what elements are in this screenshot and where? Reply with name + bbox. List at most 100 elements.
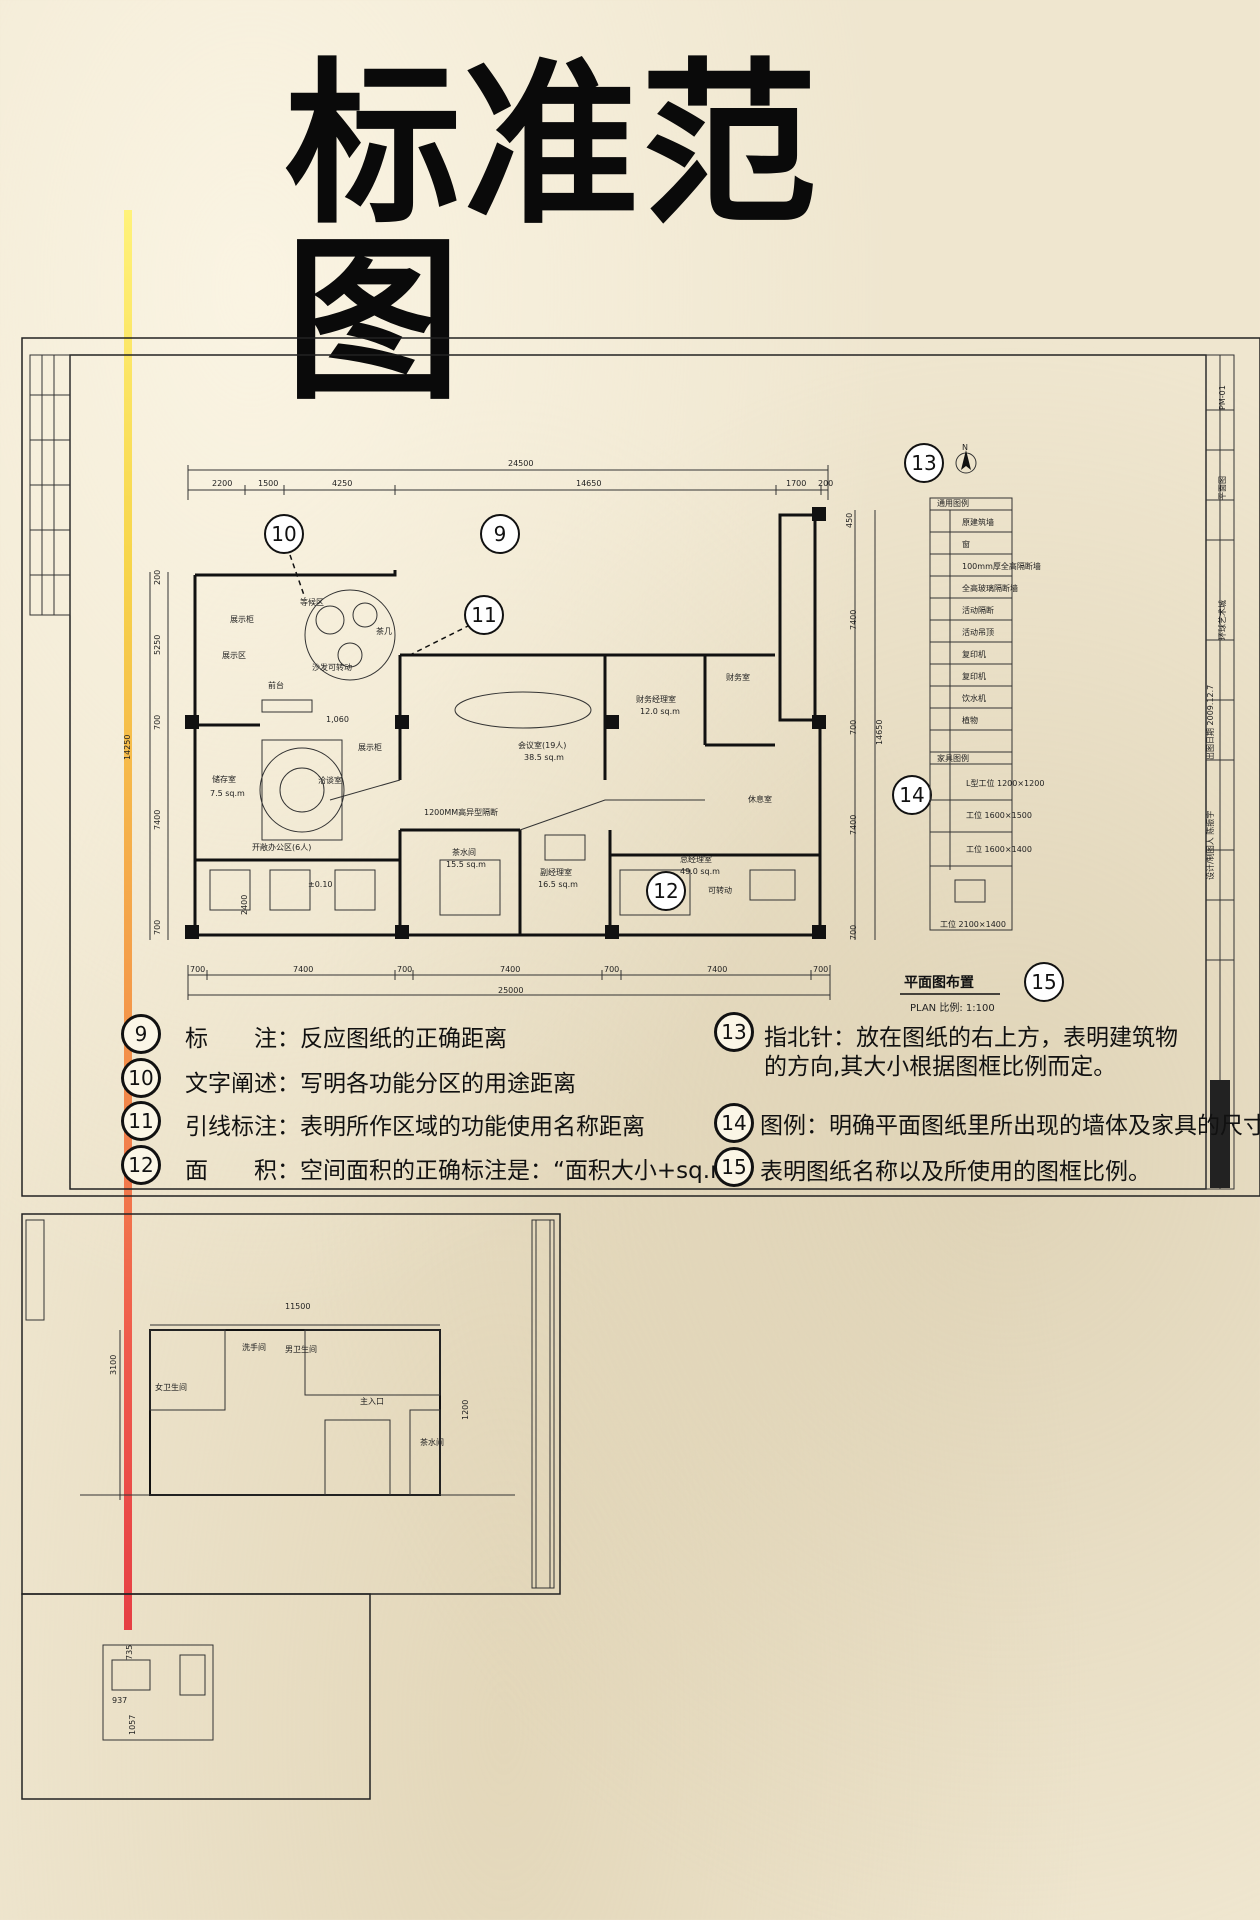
sheet2-binding — [25, 1219, 555, 1589]
room-label: 洽谈室 — [318, 775, 342, 785]
marker-9: 9 — [480, 514, 520, 554]
note-14: 图例：明确平面图纸里所出现的墙体及家具的尺寸规格 — [760, 1113, 1260, 1139]
legend-table: 通用图例 原建筑墙 窗 100mm厚全高隔断墙 全高玻璃隔断墙 活动隔断 活动吊… — [929, 497, 1044, 931]
title-block-text: 设计/制图人 陈振宇 — [1205, 811, 1215, 880]
room-label: 1,060 — [326, 715, 349, 724]
plan2-room: 男卫生间 — [285, 1344, 317, 1354]
dim-top-seg: 4250 — [332, 479, 352, 488]
room-label: 副经理室 — [540, 867, 572, 877]
dim-top-seg: 14650 — [576, 479, 601, 488]
svg-text:N: N — [962, 443, 968, 452]
plan3-dim: 937 — [112, 1696, 127, 1705]
plan-caption-sub: PLAN 比例: 1:100 — [910, 1001, 995, 1014]
dim-bottom-total: 25000 — [498, 986, 523, 995]
dim-bottom-seg: 7400 — [293, 965, 313, 974]
room-label: 总经理室 — [680, 854, 712, 864]
room-label: 等候区 — [300, 597, 324, 607]
dimension-bottom: 700 7400 700 7400 700 7400 700 25000 — [187, 965, 831, 1000]
room-label: 会议室(19人) — [518, 740, 566, 750]
room-area: 12.0 sq.m — [640, 707, 680, 716]
leader-line — [289, 554, 306, 599]
dim-bottom-seg: 700 — [190, 965, 205, 974]
legend-item: 活动隔断 — [962, 605, 994, 615]
note-marker-14: 14 — [714, 1103, 754, 1143]
page-title: 标准范图 — [285, 43, 820, 424]
plan2-drawing: 11500 3100 洗手间 女卫生间 男卫生间 主入口 茶水间 1200 — [80, 1302, 515, 1500]
marker-11: 11 — [464, 595, 504, 635]
plan3-drawing: 735 937 1057 — [102, 1644, 214, 1741]
svg-text:12: 12 — [653, 879, 678, 903]
room-label: 前台 — [268, 680, 284, 690]
sheet-outer-frame — [21, 337, 1260, 1197]
note-10: 文字阐述：写明各功能分区的用途距离 — [185, 1071, 576, 1097]
legend-title: 通用图例 — [937, 498, 969, 508]
dimension-right: 450 7400 700 7400 700 14650 — [845, 510, 884, 940]
dim-right-total: 14650 — [875, 720, 884, 745]
legend-item: 饮水机 — [962, 693, 986, 703]
plan3-dim: 1057 — [128, 1715, 137, 1735]
gradient-bar — [124, 210, 132, 1630]
note-marker-10: 10 — [121, 1058, 161, 1098]
svg-text:15: 15 — [1031, 970, 1056, 994]
plan2-room: 女卫生间 — [155, 1382, 187, 1392]
dim-bottom-seg: 700 — [604, 965, 619, 974]
marker-10: 10 — [264, 514, 304, 554]
plan2-dim: 11500 — [285, 1302, 310, 1311]
dim-bottom-seg: 7400 — [707, 965, 727, 974]
title-block — [1205, 354, 1235, 1190]
dim-top-total: 24500 — [508, 459, 533, 468]
dimension-left: 14250 200 5250 700 7400 700 — [123, 570, 169, 940]
dim-top-seg: 1700 — [786, 479, 806, 488]
left-binding-strip — [29, 354, 71, 616]
note-marker-9: 9 — [121, 1014, 161, 1054]
building-walls — [185, 507, 826, 939]
dim-left-seg: 5250 — [153, 635, 162, 655]
note-marker-13: 13 — [714, 1012, 754, 1052]
furniture-item: 工位 1600×1400 — [966, 844, 1032, 854]
legend-item: 原建筑墙 — [962, 517, 994, 527]
room-label: 茶水间 — [452, 847, 476, 857]
svg-text:10: 10 — [271, 522, 296, 546]
dim-top-seg: 200 — [818, 479, 833, 488]
dim-left-seg: 200 — [153, 570, 162, 585]
dim-right-seg: 7400 — [849, 815, 858, 835]
dim-left-seg: 700 — [153, 715, 162, 730]
svg-text:9: 9 — [494, 522, 507, 546]
svg-text:14: 14 — [899, 783, 924, 807]
plan3-dim: 735 — [125, 1645, 134, 1660]
dim-top-seg: 1500 — [258, 479, 278, 488]
room-label: 休息室 — [748, 794, 772, 804]
plan2-room: 茶水间 — [420, 1437, 444, 1447]
dim-top-seg: 2200 — [212, 479, 232, 488]
title-block-text: 平面图 — [1218, 476, 1227, 500]
note-11: 引线标注：表明所作区域的功能使用名称距离 — [185, 1114, 645, 1140]
room-area: 49.0 sq.m — [680, 867, 720, 876]
room-label: 开敞办公区(6人) — [252, 842, 311, 852]
marker-13: 13 — [904, 443, 944, 483]
room-area: 16.5 sq.m — [538, 880, 578, 889]
room-label: 沙发可转动 — [312, 662, 352, 672]
dim-right-seg: 700 — [849, 720, 858, 735]
room-label: 1200MM高异型隔断 — [424, 807, 498, 817]
room-area: 15.5 sq.m — [446, 860, 486, 869]
room-label: 储存室 — [212, 774, 236, 784]
title-block-text: 环球艺术城 — [1217, 600, 1227, 640]
note-13: 指北针：放在图纸的右上方，表明建筑物的方向,其大小根据图框比例而定。 — [764, 1025, 1178, 1080]
leader-line — [409, 624, 471, 656]
sheet3-frame — [21, 1593, 371, 1800]
room-label: 展示区 — [222, 651, 246, 660]
legend-item: 全高玻璃隔断墙 — [962, 583, 1018, 593]
dim-right-seg: 7400 — [849, 610, 858, 630]
furniture-item: 工位 2100×1400 — [940, 919, 1006, 929]
furniture-title: 家具图例 — [937, 753, 969, 763]
marker-14: 14 — [892, 775, 932, 815]
plan-caption: 平面图布置 — [904, 974, 974, 991]
room-label: 展示柜 — [230, 614, 254, 624]
svg-text:13: 13 — [911, 451, 936, 475]
plan2-room: 主入口 — [360, 1396, 384, 1406]
legend-item: 100mm厚全高隔断墙 — [962, 561, 1041, 571]
dim-bottom-seg: 700 — [397, 965, 412, 974]
dim-bottom-seg: 7400 — [500, 965, 520, 974]
legend-item: 复印机 — [962, 671, 986, 681]
room-area: 7.5 sq.m — [210, 789, 245, 798]
